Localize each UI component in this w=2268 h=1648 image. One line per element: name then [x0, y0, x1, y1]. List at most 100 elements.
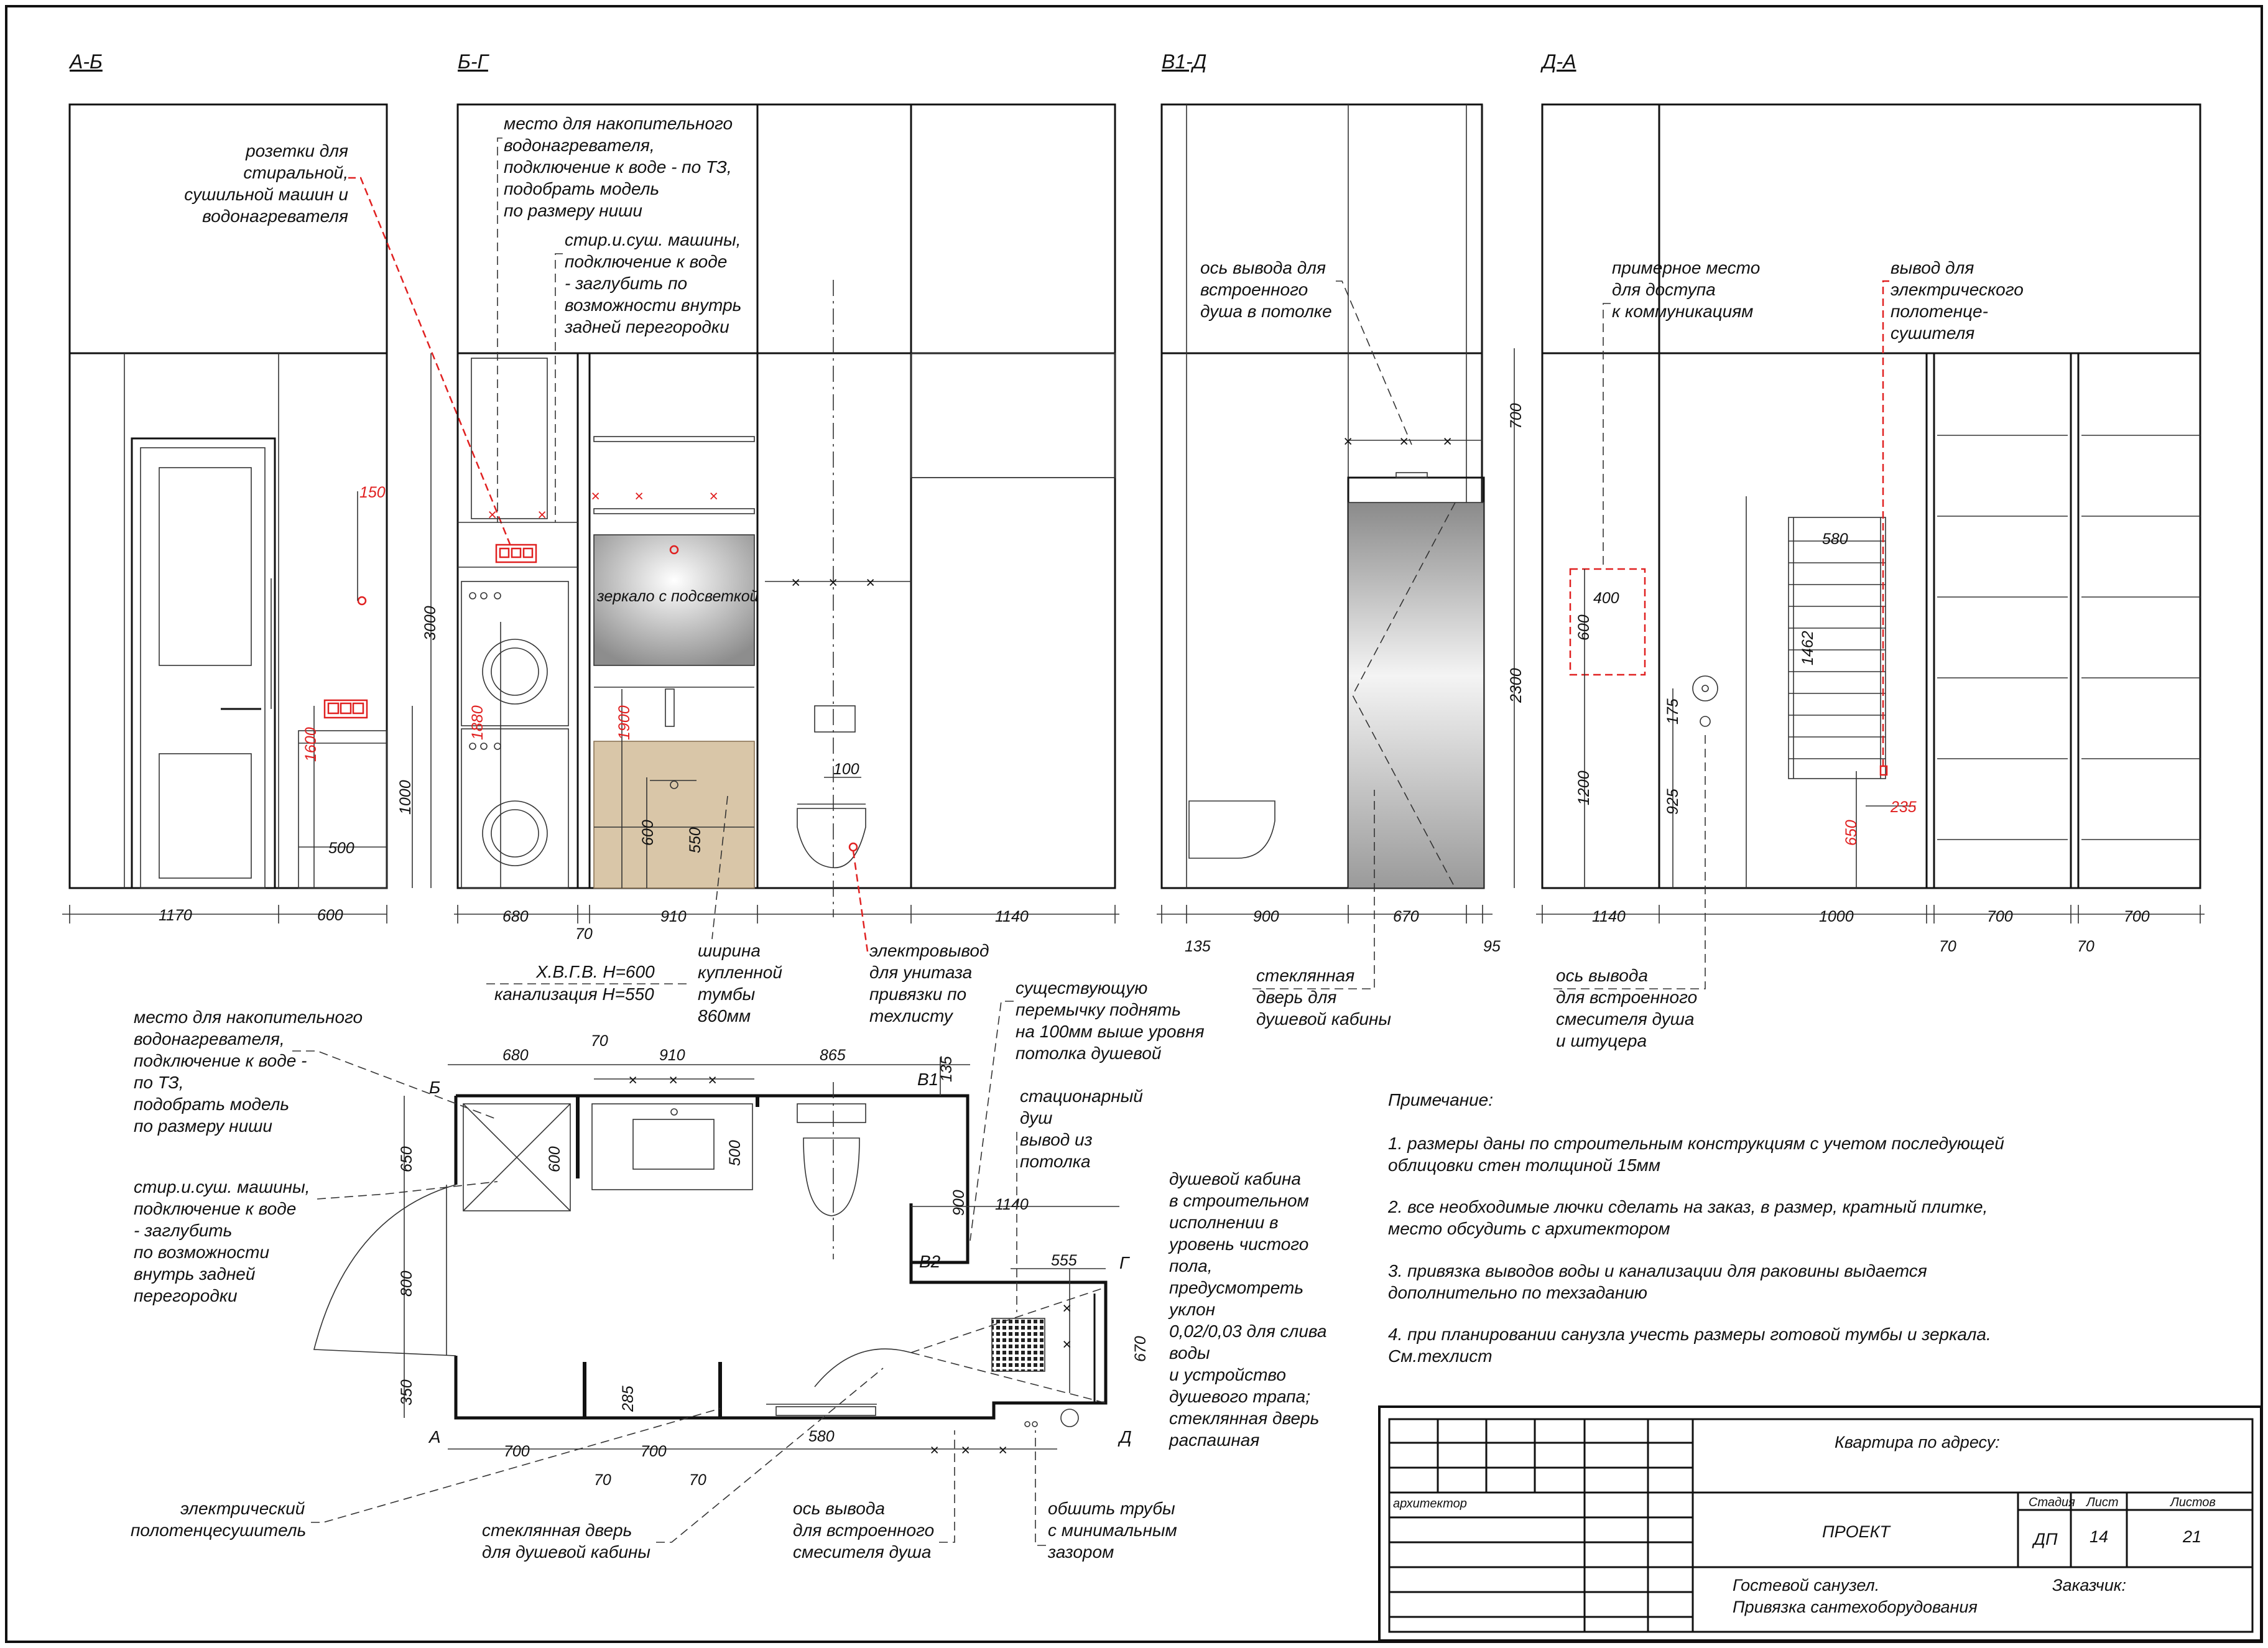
plan-dim-600-a: 600 [546, 1146, 563, 1172]
sockets-ab [323, 596, 368, 719]
svg-text:стеклянная: стеклянная [1256, 966, 1354, 985]
svg-text:стир.и.суш. машины,: стир.и.суш. машины, [134, 1177, 310, 1197]
svg-text:×: × [791, 574, 800, 591]
washing-machine-top [461, 581, 569, 726]
svg-text:0,02/0,03 для слива: 0,02/0,03 для слива [1169, 1322, 1327, 1341]
plan-dim-555: 555 [1051, 1252, 1077, 1269]
svg-text:подключение к воде: подключение к воде [134, 1199, 296, 1218]
svg-text:4. при планировании санузла уч: 4. при планировании санузла учесть разме… [1388, 1325, 1991, 1344]
dim-3000: 3000 [422, 606, 439, 641]
dim-1140-da: 1140 [1592, 908, 1626, 925]
svg-text:подключение к воде - по ТЗ,: подключение к воде - по ТЗ, [504, 157, 732, 177]
svg-text:×: × [961, 1442, 970, 1459]
svg-text:по размеру ниши: по размеру ниши [134, 1116, 272, 1136]
dim-1000-da: 1000 [1819, 908, 1854, 925]
svg-text:ось вывода для: ось вывода для [1200, 258, 1326, 277]
svg-text:внутрь задней: внутрь задней [134, 1264, 256, 1284]
label-water-heights: Х.В.Г.В. Н=600 канализация Н=550 [486, 962, 690, 1004]
svg-text:×: × [828, 574, 838, 591]
plan-dim-900: 900 [950, 1190, 968, 1216]
svg-text:воды: воды [1169, 1343, 1210, 1363]
label-washers-plan: стир.и.суш. машины, подключение к воде -… [134, 1177, 498, 1305]
svg-text:×: × [866, 574, 875, 591]
elevation-bg: ×× 1880 ××× зеркало с подсветкой 600 550 [454, 103, 1119, 1025]
svg-text:×: × [1443, 433, 1452, 450]
svg-text:предусмотреть: предусмотреть [1169, 1278, 1303, 1297]
svg-text:×: × [669, 1072, 678, 1089]
tb-desc-1: Гостевой санузел. [1733, 1576, 1879, 1595]
svg-text:сушильной машин и: сушильной машин и [184, 185, 348, 204]
svg-text:стеклянная дверь: стеклянная дверь [1169, 1409, 1319, 1428]
svg-text:подобрать модель: подобрать модель [504, 179, 659, 198]
svg-text:тумбы: тумбы [698, 984, 756, 1004]
svg-text:ширина: ширина [698, 941, 761, 960]
svg-text:×: × [708, 1072, 717, 1089]
dim-150: 150 [359, 484, 386, 501]
sockets-bg: ×× [488, 506, 547, 563]
svg-text:канализация Н=550: канализация Н=550 [494, 984, 654, 1004]
dim-550: 550 [687, 827, 704, 853]
svg-text:место обсудить с архитектором: место обсудить с архитектором [1388, 1219, 1670, 1238]
plan-dim-135: 135 [938, 1056, 955, 1082]
corner-a: А [428, 1427, 441, 1447]
svg-text:×: × [930, 1442, 939, 1459]
dim-1140: 1140 [995, 908, 1029, 925]
tb-customer: Заказчик: [2052, 1576, 2126, 1595]
svg-text:См.техлист: См.техлист [1388, 1346, 1493, 1366]
svg-text:Х.В.Г.В. Н=600: Х.В.Г.В. Н=600 [535, 962, 655, 981]
elevation-ab: 1170 600 500 1000 1600 150 3000 розетки … [62, 103, 511, 924]
dim-680: 680 [502, 908, 529, 925]
tb-sheets-header: Листов [2169, 1496, 2216, 1509]
mirror-label: зеркало с подсветкой [596, 588, 759, 605]
svg-text:исполнении в: исполнении в [1169, 1213, 1279, 1232]
dim-70: 70 [575, 925, 593, 943]
svg-text:2. все необходимые лючки сдела: 2. все необходимые лючки сделать на зака… [1387, 1197, 1988, 1216]
svg-text:×: × [1062, 1300, 1072, 1317]
dim-100: 100 [833, 761, 859, 778]
svg-text:- заглубить: - заглубить [134, 1221, 232, 1240]
plan-dim-500: 500 [726, 1140, 744, 1166]
svg-text:розетки для: розетки для [245, 141, 348, 160]
svg-text:для душевой кабины: для душевой кабины [482, 1542, 650, 1562]
svg-text:и штуцера: и штуцера [1556, 1031, 1647, 1050]
label-heater-plan: место для накопительного водонагревателя… [134, 1007, 498, 1136]
title-block: Квартира по адресу: архитектор ПРОЕКТ Ст… [1378, 1405, 2262, 1642]
svg-text:дополнительно по техзаданию: дополнительно по техзаданию [1388, 1283, 1647, 1302]
tb-project: ПРОЕКТ [1822, 1522, 1891, 1541]
plan-dim-650: 650 [398, 1146, 415, 1172]
plan-dim-800: 800 [398, 1271, 415, 1297]
door [131, 437, 276, 889]
svg-text:место для накопительного: место для накопительного [134, 1007, 363, 1027]
svg-text:место для накопительного: место для накопительного [504, 114, 733, 133]
plan-dim-670: 670 [1132, 1336, 1149, 1362]
svg-text:ось вывода: ось вывода [1556, 966, 1648, 985]
svg-text:×: × [634, 488, 644, 505]
svg-text:×: × [591, 488, 600, 505]
plan-dim-680: 680 [502, 1047, 529, 1064]
label-glass-door-v1d: стеклянная дверь для душевой кабины [1252, 790, 1391, 1029]
svg-text:душевого трапа;: душевого трапа; [1169, 1387, 1310, 1406]
svg-text:×: × [537, 506, 547, 524]
svg-text:по размеру ниши: по размеру ниши [504, 201, 642, 220]
svg-text:860мм: 860мм [698, 1006, 751, 1025]
dim-700-v1d: 700 [1507, 403, 1525, 429]
label-vanity: ширина купленной тумбы 860мм [698, 795, 782, 1025]
svg-text:3. привязка выводов воды и кан: 3. привязка выводов воды и канализации д… [1388, 1261, 1927, 1280]
svg-text:полотенцесушитель: полотенцесушитель [131, 1521, 306, 1540]
svg-text:для унитаза: для унитаза [869, 963, 972, 982]
svg-text:стеклянная дверь: стеклянная дверь [482, 1521, 632, 1540]
floor-plan: 600 500 670 Б В1 В2 Г А Д 680 70 910 865 [131, 978, 1327, 1562]
label-toilet-elec: электровывод для унитаза привязки по тех… [852, 850, 989, 1025]
svg-text:×: × [1062, 1336, 1072, 1353]
dim-1600: 1600 [302, 727, 320, 762]
svg-text:дверь для: дверь для [1256, 988, 1336, 1007]
svg-text:вывод из: вывод из [1020, 1130, 1093, 1149]
dim-235: 235 [1890, 799, 1917, 816]
svg-text:сушителя: сушителя [1891, 323, 1974, 343]
toilet-plan [803, 1137, 860, 1216]
section-title-v1d: В1-Д [1162, 50, 1206, 73]
vanity-unit [593, 741, 755, 889]
svg-text:1. размеры даны по строительны: 1. размеры даны по строительным конструк… [1388, 1134, 2004, 1153]
dim-925: 925 [1664, 789, 1682, 815]
